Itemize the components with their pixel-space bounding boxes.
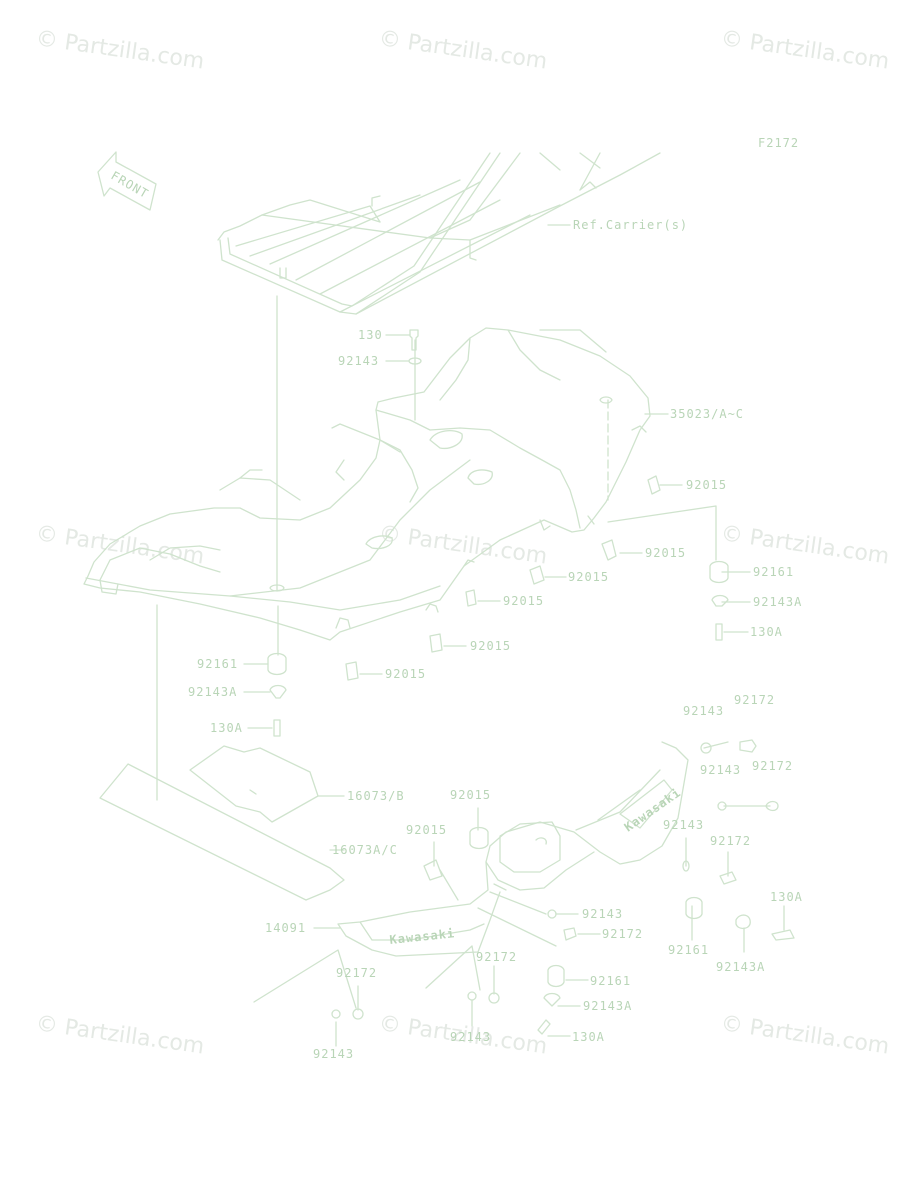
side-cover [337,741,689,957]
part-label-p92015-f: 92015 [385,667,426,681]
part-label-p92172-1: 92172 [734,693,775,707]
part-label-p92143a-s: 92143A [716,960,765,974]
part-label-p92143-2: 92143 [700,763,741,777]
part-label-p92015-a: 92015 [686,478,727,492]
watermark: © Partzilla.com [377,521,549,569]
watermark: © Partzilla.com [719,521,891,569]
part-label-p92161-b: 92161 [590,974,631,988]
part-label-p92143a-b: 92143A [583,999,632,1013]
figure-id: F2172 [758,136,799,150]
part-label-p92172-4: 92172 [602,927,643,941]
front-arrow-icon: FRONT [97,151,157,211]
part-label-p92143-5: 92143 [450,1030,491,1044]
part-label-p92015-c: 92015 [568,570,609,584]
part-label-p92161-l: 92161 [197,657,238,671]
part-label-ref-carrier: Ref.Carrier(s) [573,218,688,232]
part-label-p92015-e: 92015 [470,639,511,653]
part-label-p130a-b: 130A [572,1030,605,1044]
watermark: © Partzilla.com [377,26,549,74]
part-label-p92172-3: 92172 [710,834,751,848]
part-label-p130a-l: 130A [210,721,243,735]
part-label-p92172-5: 92172 [476,950,517,964]
fastener-icons-lower [331,739,795,1035]
part-label-p92143-4: 92143 [582,907,623,921]
part-label-p92015-b: 92015 [645,546,686,560]
part-label-p130a-r: 130A [750,625,783,639]
part-label-p92172-2: 92172 [752,759,793,773]
part-label-p130a-s: 130A [770,890,803,904]
front-arrow-label: FRONT [109,168,152,201]
rear-fender [83,327,651,641]
part-label-p92143-6: 92143 [313,1047,354,1061]
pads [99,745,345,901]
part-label-p92015-g: 92015 [450,788,491,802]
fastener-icons [267,329,729,737]
part-label-p16073ac: 16073A/C [332,843,398,857]
watermark: © Partzilla.com [719,1011,891,1059]
part-label-p16073b: 16073/B [347,789,405,803]
part-label-p92015-d: 92015 [503,594,544,608]
watermark: © Partzilla.com [34,521,206,569]
part-label-p130: 130 [358,328,383,342]
part-label-p92143a-r: 92143A [753,595,802,609]
leader-lines-lower [253,741,785,1047]
part-labels: Ref.Carrier(s) 130 92143 35023/A~C 92015 9201… [188,218,803,1061]
part-label-p14091: 14091 [265,921,306,935]
part-label-p92143a-l: 92143A [188,685,237,699]
part-label-p92172-6: 92172 [336,966,377,980]
part-label-p92143-1: 92143 [683,704,724,718]
carrier-rack [217,152,661,315]
watermark: © Partzilla.com [34,1011,206,1059]
leader-lines-upper [243,224,751,729]
kawasaki-logo: Kawasaki [389,926,456,947]
watermark: © Partzilla.com [34,26,206,74]
part-label-p92161-r: 92161 [753,565,794,579]
part-label-p92143-top: 92143 [338,354,379,368]
part-label-p92143-3: 92143 [663,818,704,832]
part-label-p35023: 35023/A~C [670,407,744,421]
part-label-p92015-h: 92015 [406,823,447,837]
watermark: © Partzilla.com [719,26,891,74]
part-label-p92161-s: 92161 [668,943,709,957]
